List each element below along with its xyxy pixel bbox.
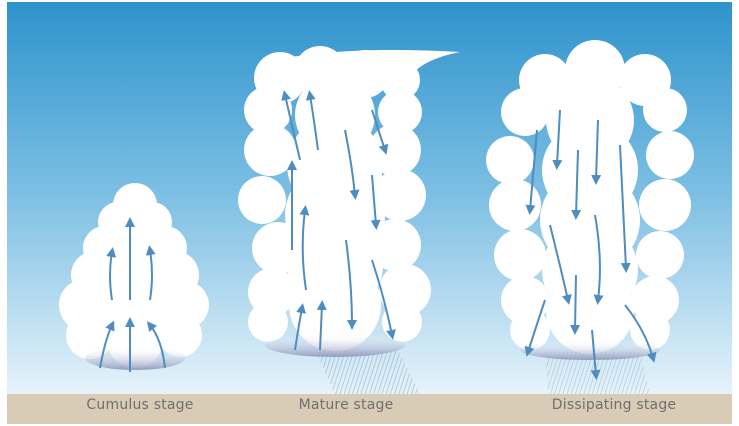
mature-stage-label: Mature stage bbox=[299, 397, 394, 413]
dissipating-stage-label: Dissipating stage bbox=[552, 397, 676, 413]
downdraft-arrow bbox=[575, 275, 576, 330]
cumulus-stage-label: Cumulus stage bbox=[86, 397, 193, 413]
